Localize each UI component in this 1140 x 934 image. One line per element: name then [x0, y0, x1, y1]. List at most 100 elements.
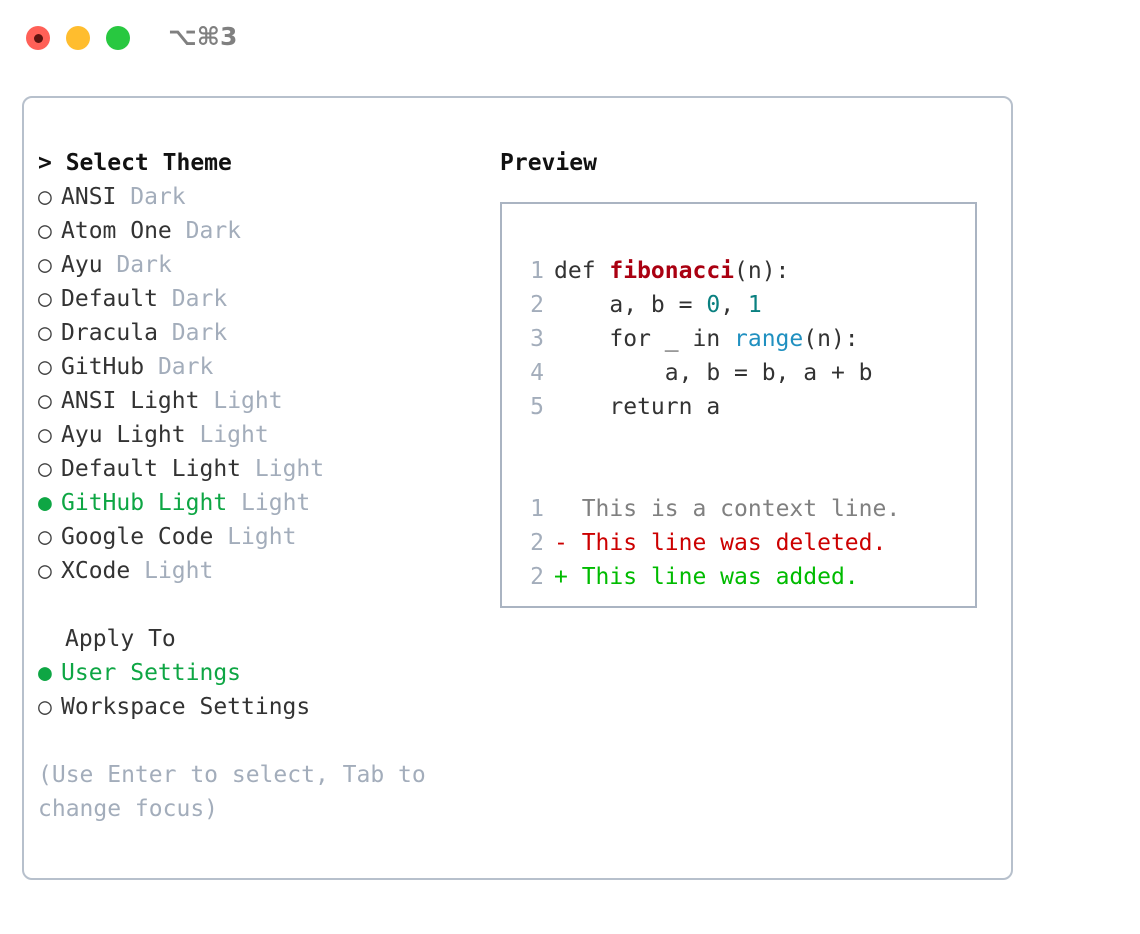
radio-icon-selected[interactable]: ● [38, 490, 52, 516]
theme-name: ANSI Light [61, 388, 200, 414]
theme-list-item[interactable]: ○ Google Code Light [38, 520, 488, 554]
code-line: 5 return a [502, 390, 975, 424]
code-line: 4 a, b = b, a + b [502, 356, 975, 390]
line-number: 2 [530, 292, 544, 318]
theme-variant-tag [103, 248, 117, 282]
code-token: a, b = b, a + b [554, 360, 873, 386]
radio-icon-selected[interactable]: ● [38, 660, 52, 686]
line-number: 2 [530, 564, 544, 590]
line-number: 1 [530, 496, 544, 522]
theme-list-item[interactable]: ○ Ayu Dark [38, 248, 488, 282]
title-bar: ⌥⌘3 [0, 0, 1140, 76]
theme-list-item[interactable]: ○ Default Dark [38, 282, 488, 316]
theme-name: Google Code [61, 524, 214, 550]
code-token: def [554, 258, 610, 284]
theme-variant-label: Dark [116, 252, 172, 278]
radio-icon[interactable]: ○ [38, 456, 52, 482]
theme-list-item[interactable]: ○ Dracula Dark [38, 316, 488, 350]
theme-name: XCode [61, 558, 131, 584]
theme-name: Dracula [61, 320, 158, 346]
theme-variant-label: Dark [157, 354, 214, 380]
apply-to-option-workspace-settings[interactable]: ○ Workspace Settings [38, 690, 488, 724]
code-token-number: 0 [706, 292, 721, 318]
theme-variant-tag [116, 180, 130, 214]
radio-icon[interactable]: ○ [38, 422, 52, 448]
diff-marker: - [554, 530, 582, 556]
diff-text: This line was added. [581, 564, 859, 590]
code-token: a, b = [554, 292, 707, 318]
line-number: 4 [530, 360, 544, 386]
theme-variant-tag [158, 282, 172, 316]
radio-icon[interactable]: ○ [38, 286, 52, 312]
code-line: 2 a, b = 0 , 1 [502, 288, 975, 322]
theme-name: Default Light [61, 456, 242, 482]
code-token: (n): [803, 326, 859, 352]
code-blank-line [502, 424, 975, 458]
maximize-button-icon[interactable] [106, 26, 130, 50]
diff-line-added: 2 + This line was added. [502, 560, 975, 594]
diff-marker: + [554, 564, 582, 590]
code-preview-box: 1 def fibonacci (n): 2 a, b = 0 , 1 3 fo… [500, 202, 977, 608]
radio-icon[interactable]: ○ [38, 218, 52, 244]
window-title-shortcut: ⌥⌘3 [168, 22, 238, 51]
theme-list-item[interactable]: ○ ANSI Dark [38, 180, 488, 214]
apply-to-heading: Apply To [65, 626, 176, 652]
theme-variant-label: Dark [185, 218, 242, 244]
theme-variant-tag [199, 384, 213, 418]
line-number: 5 [530, 394, 544, 420]
code-token: (n): [734, 258, 790, 284]
code-token: for _ in [554, 326, 735, 352]
theme-list-item[interactable]: ○ ANSI Light Light [38, 384, 488, 418]
theme-list-item[interactable]: ○ GitHub Dark [38, 350, 488, 384]
diff-marker [554, 492, 582, 526]
radio-icon[interactable]: ○ [38, 354, 52, 380]
line-number: 2 [530, 530, 544, 556]
theme-list-item[interactable]: ○ Atom One Dark [38, 214, 488, 248]
diff-text: This line was deleted. [581, 530, 887, 556]
theme-name: Default [61, 286, 158, 312]
hint-spacer [38, 724, 488, 758]
theme-variant-label: Dark [171, 320, 228, 346]
theme-variant-label: Dark [171, 286, 228, 312]
radio-icon[interactable]: ○ [38, 694, 52, 720]
theme-selector-column: > Select Theme ○ ANSI Dark ○ Atom One Da… [38, 146, 488, 826]
radio-icon[interactable]: ○ [38, 524, 52, 550]
code-token: , [720, 292, 748, 318]
close-button-icon[interactable] [26, 26, 50, 50]
preview-column: Preview 1 def fibonacci (n): 2 a, b = 0 … [500, 146, 1000, 608]
radio-icon[interactable]: ○ [38, 388, 52, 414]
code-line: 1 def fibonacci (n): [502, 254, 975, 288]
theme-variant-label: Light [144, 558, 214, 584]
code-token: return a [554, 394, 721, 420]
content-panel: > Select Theme ○ ANSI Dark ○ Atom One Da… [22, 96, 1013, 880]
theme-name: GitHub [61, 354, 145, 380]
theme-list-item-selected[interactable]: ● GitHub Light Light [38, 486, 488, 520]
theme-variant-tag [158, 316, 172, 350]
radio-icon[interactable]: ○ [38, 252, 52, 278]
diff-line-deleted: 2 - This line was deleted. [502, 526, 975, 560]
theme-variant-tag [172, 214, 186, 248]
theme-variant-label: Light [241, 490, 311, 516]
theme-list-item[interactable]: ○ XCode Light [38, 554, 488, 588]
code-token-function: fibonacci [609, 258, 735, 284]
theme-variant-tag [213, 520, 227, 554]
preview-heading: Preview [500, 150, 597, 176]
radio-icon[interactable]: ○ [38, 558, 52, 584]
apply-to-option-user-settings[interactable]: ● User Settings [38, 656, 488, 690]
diff-text: This is a context line. [581, 496, 901, 522]
theme-variant-label: Light [227, 524, 297, 550]
theme-variant-tag [186, 418, 200, 452]
line-number: 3 [530, 326, 544, 352]
line-number: 1 [530, 258, 544, 284]
radio-icon[interactable]: ○ [38, 184, 52, 210]
theme-list-item[interactable]: ○ Ayu Light Light [38, 418, 488, 452]
radio-icon[interactable]: ○ [38, 320, 52, 346]
theme-variant-tag [144, 350, 158, 384]
minimize-button-icon[interactable] [66, 26, 90, 50]
theme-name: Ayu Light [61, 422, 186, 448]
theme-list-item[interactable]: ○ Default Light Light [38, 452, 488, 486]
theme-variant-label: Dark [130, 184, 186, 210]
theme-variant-label: Light [199, 422, 269, 448]
select-theme-heading: > Select Theme [38, 150, 232, 176]
